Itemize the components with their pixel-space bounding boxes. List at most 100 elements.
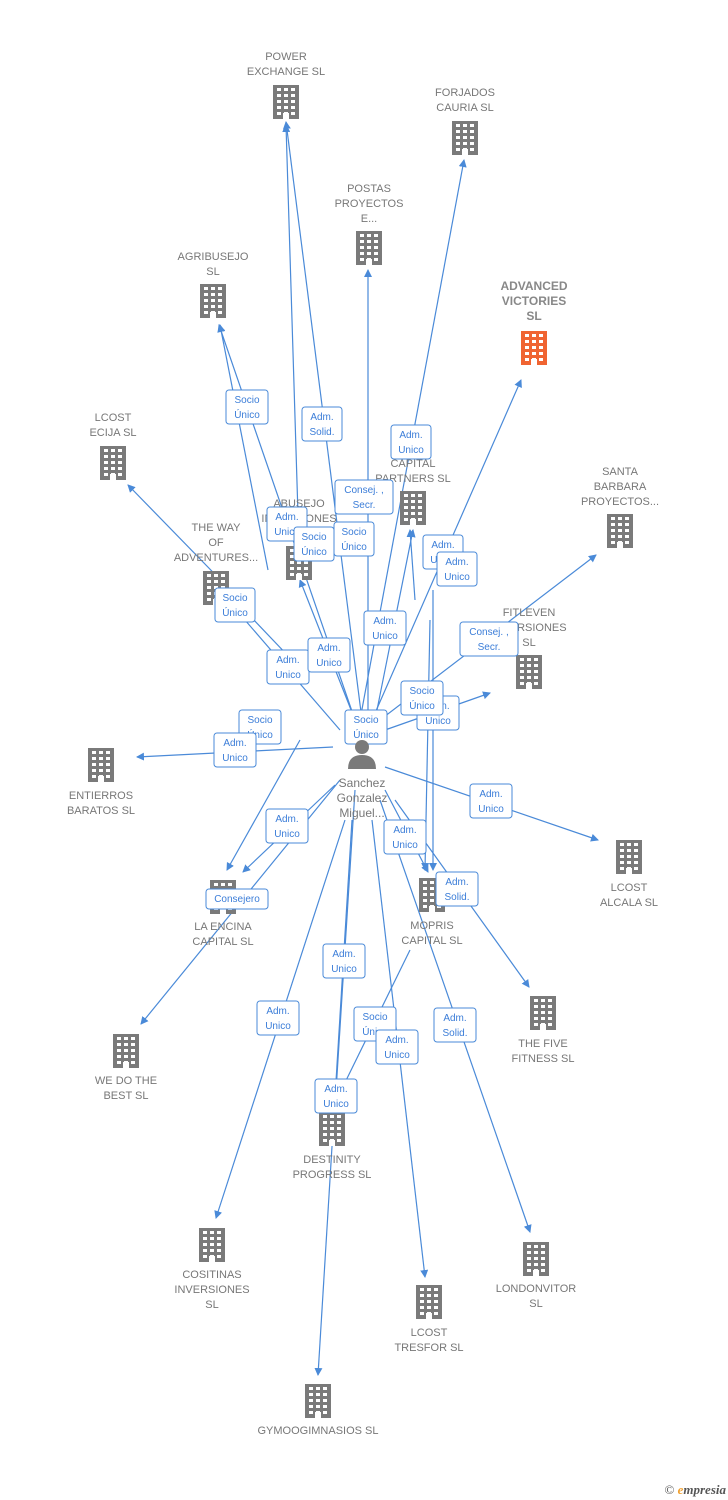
relation-label-21[interactable]: Adm.Unico [383, 819, 427, 855]
relation-text: Unico [425, 716, 451, 727]
relation-label-13[interactable]: Adm.Unico [266, 649, 310, 685]
relation-text: Único [353, 728, 379, 741]
relation-label-29[interactable]: Adm.Solid. [433, 1007, 477, 1043]
relation-label-22[interactable]: Adm.Unico [469, 783, 513, 819]
relation-label-2[interactable]: Adm.Solid. [301, 406, 343, 442]
company-gymoo[interactable]: GYMOOGIMNASIOS SL [257, 1384, 379, 1437]
relation-text: Adm. [275, 814, 298, 825]
company-santa[interactable]: SANTABARBARAPROYECTOS... [581, 466, 659, 548]
building-icon[interactable] [452, 121, 478, 155]
company-label: FORJADOS [435, 87, 495, 99]
relation-text: Único [222, 606, 248, 619]
building-icon[interactable] [100, 446, 126, 480]
person-icon [348, 740, 376, 769]
building-icon[interactable] [199, 1228, 225, 1262]
relation-label-14[interactable]: Adm.Unico [307, 637, 351, 673]
company-label: SL [529, 1298, 542, 1310]
company-postas[interactable]: POSTASPROYECTOSE... [335, 183, 404, 265]
company-label: CAPITAL SL [401, 935, 462, 947]
company-label: FITLEVEN [503, 607, 556, 619]
building-icon[interactable] [88, 748, 114, 782]
company-label: CAPITAL [390, 458, 435, 470]
edge-24 [282, 124, 301, 581]
building-icon[interactable] [521, 331, 547, 365]
relation-text: Unico [392, 840, 418, 851]
relation-label-9[interactable]: Adm.Unico [436, 551, 478, 587]
relation-label-23[interactable]: Consejero [205, 888, 269, 910]
relation-label-20[interactable]: Adm.Unico [265, 808, 309, 844]
relation-label-24[interactable]: Adm.Solid. [435, 871, 479, 907]
company-label: MOPRIS [410, 920, 453, 932]
building-icon[interactable] [607, 514, 633, 548]
relation-label-26[interactable]: Adm.Unico [256, 1000, 300, 1036]
building-icon[interactable] [273, 85, 299, 119]
relation-text: Unico [222, 753, 248, 764]
edge-25 [406, 529, 416, 601]
building-icon[interactable] [356, 231, 382, 265]
company-label: EXCHANGE SL [247, 66, 325, 78]
relation-text: Consejero [214, 894, 260, 905]
relation-label-25[interactable]: Adm.Unico [322, 943, 366, 979]
relation-label-3[interactable]: Adm.Unico [390, 424, 432, 460]
relation-text: Solid. [444, 892, 469, 903]
brand-watermark: © empresia [664, 1482, 726, 1498]
company-label: POSTAS [347, 183, 391, 195]
building-icon[interactable] [523, 1242, 549, 1276]
relation-text: Socio [353, 715, 378, 726]
building-icon[interactable] [113, 1034, 139, 1068]
relation-text: Único [341, 540, 367, 553]
copyright-icon: © [664, 1482, 675, 1497]
building-icon[interactable] [516, 655, 542, 689]
company-label: ALCALA SL [600, 897, 658, 909]
person-label: Gonzalez [337, 791, 388, 805]
person-node[interactable]: SanchezGonzalezMiguel... [337, 740, 388, 820]
company-fivefitness[interactable]: THE FIVE FITNESS SL [512, 996, 575, 1065]
building-icon[interactable] [416, 1285, 442, 1319]
relation-text: Socio [341, 527, 366, 538]
relation-text: Socio [222, 593, 247, 604]
relation-text: Consej. , [344, 485, 383, 496]
relation-text: Adm. [385, 1035, 408, 1046]
relation-label-12[interactable]: Consej. ,Secr. [459, 621, 519, 657]
building-icon[interactable] [530, 996, 556, 1030]
relation-label-28[interactable]: Adm.Unico [375, 1029, 419, 1065]
relation-text: Adm. [276, 655, 299, 666]
building-icon[interactable] [305, 1384, 331, 1418]
building-icon[interactable] [200, 284, 226, 318]
company-label: SL [526, 309, 541, 323]
building-icon[interactable] [319, 1112, 345, 1146]
relation-label-4[interactable]: Consej. ,Secr. [334, 479, 394, 515]
relation-text: Unico [478, 804, 504, 815]
company-label: PROYECTOS [335, 198, 404, 210]
building-icon[interactable] [400, 491, 426, 525]
company-label: THE FIVE [518, 1038, 568, 1050]
relation-label-11[interactable]: Adm.Unico [363, 610, 407, 646]
relation-text: Unico [323, 1099, 349, 1110]
relation-label-30[interactable]: Adm.Unico [314, 1078, 358, 1114]
company-label: PROYECTOS... [581, 496, 659, 508]
company-label: THE WAY [192, 522, 242, 534]
company-label: FITNESS SL [512, 1053, 575, 1065]
relation-label-19[interactable]: Adm.Unico [213, 732, 257, 768]
company-label: VICTORIES [502, 294, 566, 308]
building-icon[interactable] [616, 840, 642, 874]
